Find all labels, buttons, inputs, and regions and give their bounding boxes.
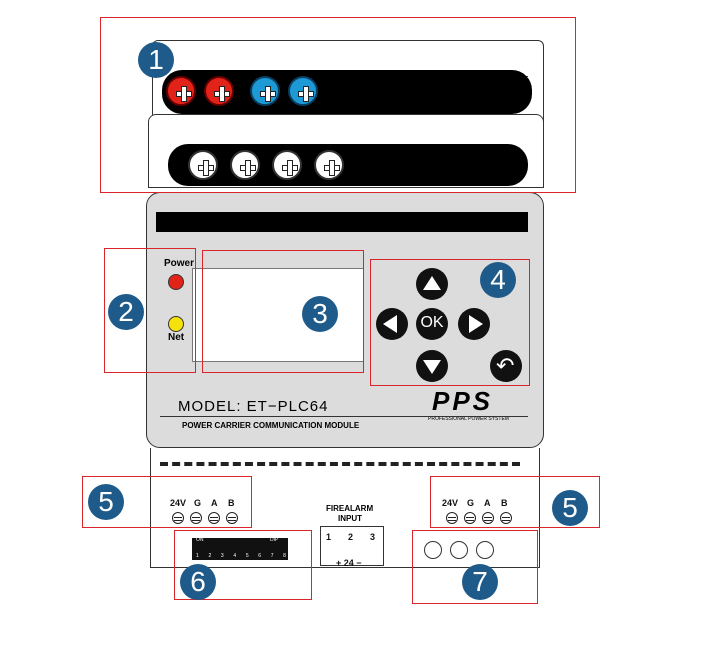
left-terminal-screw-1	[172, 512, 184, 524]
module-name: POWER CARRIER COMMUNICATION MODULE	[182, 421, 360, 430]
left-terminal-screw-4	[226, 512, 238, 524]
fire-alarm-title: FIREALARM	[326, 504, 374, 513]
fire-alarm-pin-3: 3	[370, 532, 376, 542]
left-terminal-label-4: B	[228, 498, 235, 508]
callout-box-4	[370, 259, 530, 386]
lower-terminal-row	[168, 144, 528, 186]
power-led	[168, 274, 184, 290]
blue-terminal-screw-2	[288, 76, 318, 106]
left-arrow-icon	[383, 315, 397, 333]
ok-button[interactable]	[416, 308, 448, 340]
back-button[interactable]	[490, 350, 522, 382]
right-terminal-screw-2	[464, 512, 476, 524]
red-terminal-screw-2	[204, 76, 234, 106]
left-terminal-label-2: G	[194, 498, 202, 508]
dip-on-label: ON	[196, 537, 204, 543]
callout-number-1: 1	[138, 42, 174, 78]
callout-box-3	[202, 250, 364, 373]
fire-alarm-voltage: + 24 −	[336, 558, 362, 568]
fire-alarm-pin-2: 2	[348, 532, 354, 542]
white-terminal-screw-3	[272, 150, 302, 180]
net-label: Net	[168, 332, 185, 343]
fire-alarm-pin-1: 1	[326, 532, 332, 542]
dip-label: DIP	[270, 537, 279, 543]
left-terminal-label-1: 24V	[170, 498, 187, 508]
top-black-strip	[156, 212, 528, 232]
power-label: Power	[164, 258, 195, 269]
callout-box-5-left	[82, 476, 252, 528]
panel-divider	[160, 416, 528, 417]
callout-box-6	[174, 530, 312, 600]
back-arrow-icon: ↶	[496, 353, 515, 378]
up-arrow-icon	[423, 276, 441, 290]
left-terminal-label-3: A	[211, 498, 218, 508]
left-terminal-screw-2	[190, 512, 202, 524]
fire-alarm-connector	[320, 526, 384, 566]
right-terminal-label-3: A	[484, 498, 491, 508]
brand-tagline: PROFESSIONAL POWER SYSTEM	[428, 416, 509, 422]
callout-number-5-right: 5	[552, 490, 588, 526]
callout-number-2: 2	[108, 294, 144, 330]
right-terminal-label-4: B	[501, 498, 508, 508]
vent-line	[160, 462, 520, 466]
dip-switch[interactable]	[192, 538, 288, 560]
right-terminal-screw-1	[446, 512, 458, 524]
ok-label: OK	[420, 314, 444, 331]
white-terminal-screw-1	[188, 150, 218, 180]
callout-number-5-left: 5	[88, 484, 124, 520]
white-terminal-screw-4	[314, 150, 344, 180]
callout-number-7: 7	[462, 564, 498, 600]
callout-box-1	[100, 17, 576, 193]
callout-number-6: 6	[180, 564, 216, 600]
callout-number-4: 4	[480, 262, 516, 298]
output-screw-1	[424, 541, 442, 559]
right-terminal-screw-3	[482, 512, 494, 524]
output-screw-3	[476, 541, 494, 559]
right-arrow-icon	[469, 315, 483, 333]
fire-alarm-subtitle: INPUT	[338, 514, 362, 523]
right-terminal-label-2: G	[467, 498, 475, 508]
model-text: MODEL: ET−PLC64	[178, 398, 329, 415]
callout-box-2	[104, 248, 196, 373]
red-terminal-screw-1	[166, 76, 196, 106]
blue-terminal-screw-1	[250, 76, 280, 106]
callout-box-7	[412, 530, 538, 604]
callout-number-3: 3	[302, 296, 338, 332]
output-screw-2	[450, 541, 468, 559]
brand-logo: PPS	[432, 386, 494, 416]
left-terminal-screw-3	[208, 512, 220, 524]
callout-box-5-right	[430, 476, 600, 528]
right-terminal-screw-4	[500, 512, 512, 524]
down-arrow-icon	[423, 360, 441, 374]
net-led	[168, 316, 184, 332]
right-terminal-label-1: 24V	[442, 498, 459, 508]
white-terminal-screw-2	[230, 150, 260, 180]
